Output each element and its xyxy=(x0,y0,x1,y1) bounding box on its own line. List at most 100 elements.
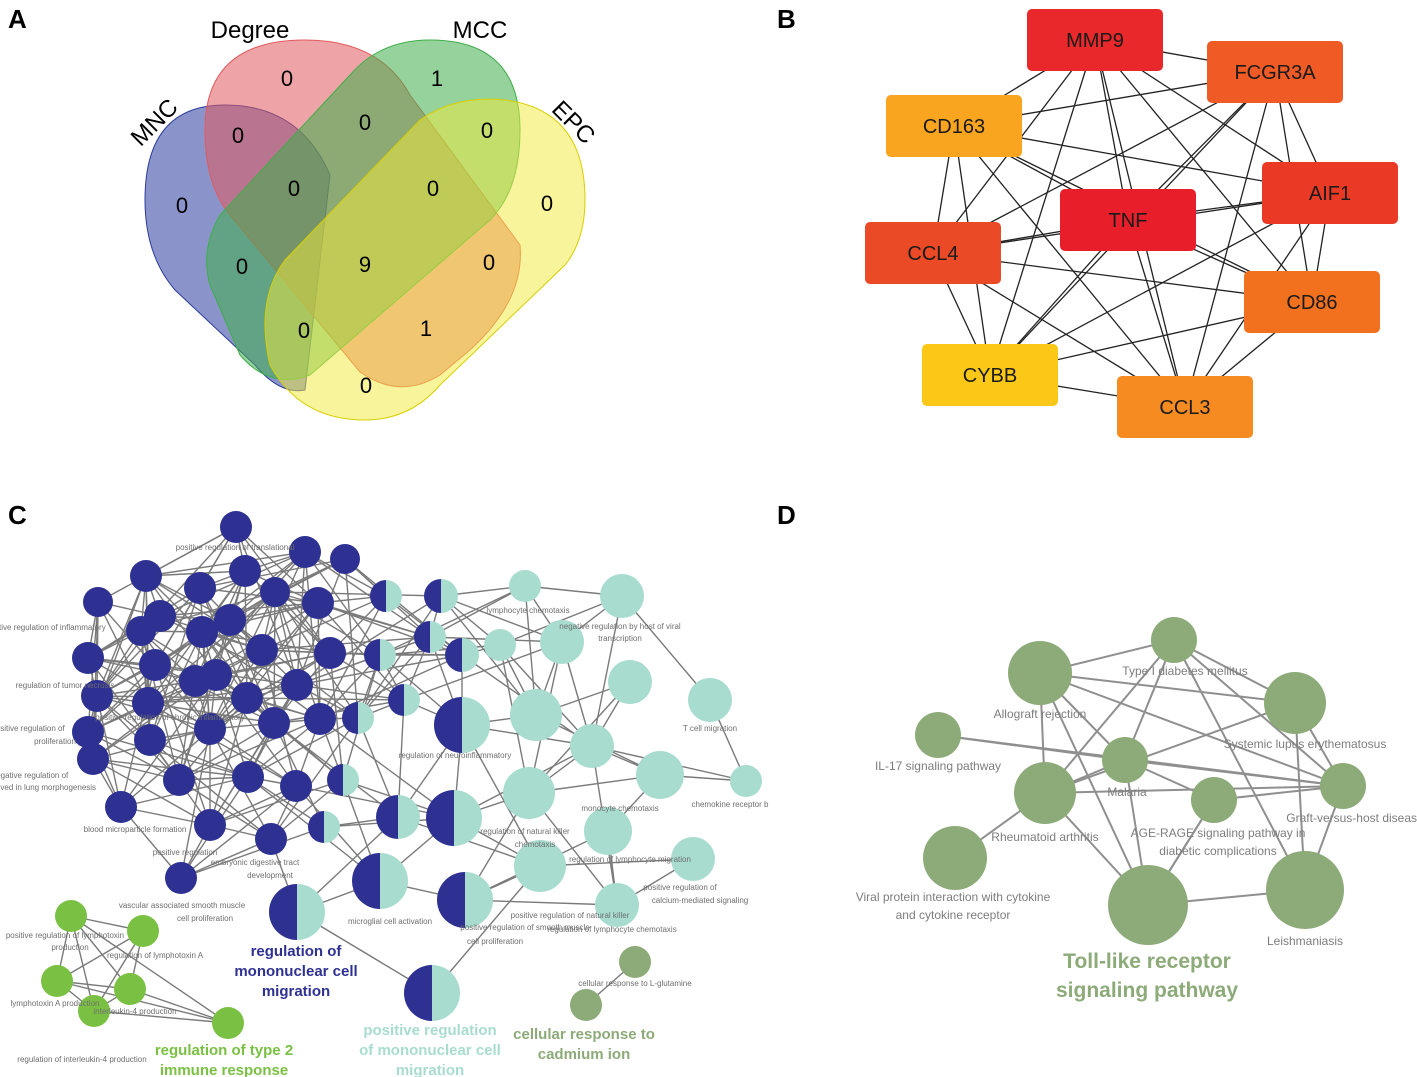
go-node-split[interactable] xyxy=(404,965,460,1021)
go-node[interactable] xyxy=(126,616,156,646)
go-node[interactable] xyxy=(194,713,226,745)
go-node[interactable] xyxy=(304,703,336,735)
go-node[interactable] xyxy=(688,678,732,722)
go-node[interactable] xyxy=(246,634,278,666)
go-node[interactable] xyxy=(570,989,602,1021)
go-node[interactable] xyxy=(595,883,639,927)
go-node[interactable] xyxy=(584,807,632,855)
ppi-node-box xyxy=(865,222,1001,284)
go-node-right-half xyxy=(432,965,460,1021)
go-node-split[interactable] xyxy=(426,790,482,846)
go-node[interactable] xyxy=(671,837,715,881)
venn-region-count: 0 xyxy=(288,176,300,201)
go-node[interactable] xyxy=(83,587,113,617)
kegg-node[interactable] xyxy=(1008,641,1072,705)
go-node[interactable] xyxy=(280,770,312,802)
go-node-split[interactable] xyxy=(388,684,420,716)
go-node[interactable] xyxy=(260,577,290,607)
go-node[interactable] xyxy=(281,669,313,701)
go-node[interactable] xyxy=(510,689,562,741)
go-node[interactable] xyxy=(330,544,360,574)
ppi-node[interactable]: CYBB xyxy=(922,344,1058,406)
go-node[interactable] xyxy=(619,946,651,978)
kegg-node[interactable] xyxy=(1108,865,1188,945)
go-node[interactable] xyxy=(77,743,109,775)
go-node[interactable] xyxy=(540,620,584,664)
go-node[interactable] xyxy=(289,536,321,568)
go-node[interactable] xyxy=(132,687,164,719)
go-node[interactable] xyxy=(514,840,566,892)
go-node-split[interactable] xyxy=(370,580,402,612)
go-node[interactable] xyxy=(179,665,211,697)
ppi-node[interactable]: CCL4 xyxy=(865,222,1001,284)
go-node-split[interactable] xyxy=(424,579,458,613)
kegg-node[interactable] xyxy=(1264,672,1326,734)
kegg-node[interactable] xyxy=(1320,763,1366,809)
go-node[interactable] xyxy=(636,751,684,799)
kegg-node[interactable] xyxy=(923,826,987,890)
go-node-split[interactable] xyxy=(342,702,374,734)
go-node[interactable] xyxy=(134,724,166,756)
go-node-split[interactable] xyxy=(352,853,408,909)
go-node[interactable] xyxy=(184,572,216,604)
go-term-label: negative regulation by host of viral xyxy=(559,622,681,631)
ppi-node[interactable]: MMP9 xyxy=(1027,9,1163,71)
ppi-node[interactable]: CCL3 xyxy=(1117,376,1253,438)
go-node[interactable] xyxy=(81,680,113,712)
kegg-node[interactable] xyxy=(1014,762,1076,824)
go-edge xyxy=(261,636,431,651)
go-node[interactable] xyxy=(165,862,197,894)
go-node[interactable] xyxy=(570,724,614,768)
ppi-node[interactable]: FCGR3A xyxy=(1207,41,1343,103)
go-node-split[interactable] xyxy=(308,811,340,843)
go-node[interactable] xyxy=(302,587,334,619)
kegg-node[interactable] xyxy=(1102,737,1148,783)
go-node[interactable] xyxy=(600,574,644,618)
go-node-split[interactable] xyxy=(269,884,325,940)
go-node[interactable] xyxy=(41,965,73,997)
go-node[interactable] xyxy=(220,511,252,543)
go-node[interactable] xyxy=(509,570,541,602)
kegg-node[interactable] xyxy=(915,712,961,758)
go-node[interactable] xyxy=(55,900,87,932)
go-node-split[interactable] xyxy=(437,872,493,928)
go-node[interactable] xyxy=(212,1007,244,1039)
go-node[interactable] xyxy=(194,809,226,841)
go-node[interactable] xyxy=(229,555,261,587)
ppi-node[interactable]: TNF xyxy=(1060,189,1196,251)
go-node-split[interactable] xyxy=(364,639,396,671)
kegg-node[interactable] xyxy=(1191,777,1237,823)
go-node-split[interactable] xyxy=(376,795,420,839)
go-node[interactable] xyxy=(314,637,346,669)
go-node-split[interactable] xyxy=(327,764,359,796)
kegg-node[interactable] xyxy=(1151,617,1197,663)
go-node[interactable] xyxy=(105,791,137,823)
ppi-node[interactable]: AIF1 xyxy=(1262,162,1398,224)
go-node[interactable] xyxy=(163,764,195,796)
go-node[interactable] xyxy=(232,761,264,793)
go-node-split[interactable] xyxy=(414,621,446,653)
go-node[interactable] xyxy=(503,767,555,819)
go-edge xyxy=(70,915,229,1024)
ppi-node-label: CD86 xyxy=(1286,292,1337,314)
go-node[interactable] xyxy=(258,707,290,739)
go-node[interactable] xyxy=(114,973,146,1005)
go-node[interactable] xyxy=(214,604,246,636)
kegg-node[interactable] xyxy=(1266,851,1344,929)
go-node[interactable] xyxy=(730,765,762,797)
go-node[interactable] xyxy=(72,642,104,674)
go-node[interactable] xyxy=(139,649,171,681)
go-node[interactable] xyxy=(255,823,287,855)
ppi-node[interactable]: CD163 xyxy=(886,95,1022,157)
go-node[interactable] xyxy=(78,995,110,1027)
go-node[interactable] xyxy=(186,616,218,648)
go-node[interactable] xyxy=(130,560,162,592)
go-node[interactable] xyxy=(484,629,516,661)
go-node[interactable] xyxy=(231,682,263,714)
go-node-split[interactable] xyxy=(434,697,490,753)
go-node-split[interactable] xyxy=(445,638,479,672)
go-node[interactable] xyxy=(608,660,652,704)
go-node[interactable] xyxy=(72,716,104,748)
ppi-node[interactable]: CD86 xyxy=(1244,271,1380,333)
go-node[interactable] xyxy=(127,915,159,947)
